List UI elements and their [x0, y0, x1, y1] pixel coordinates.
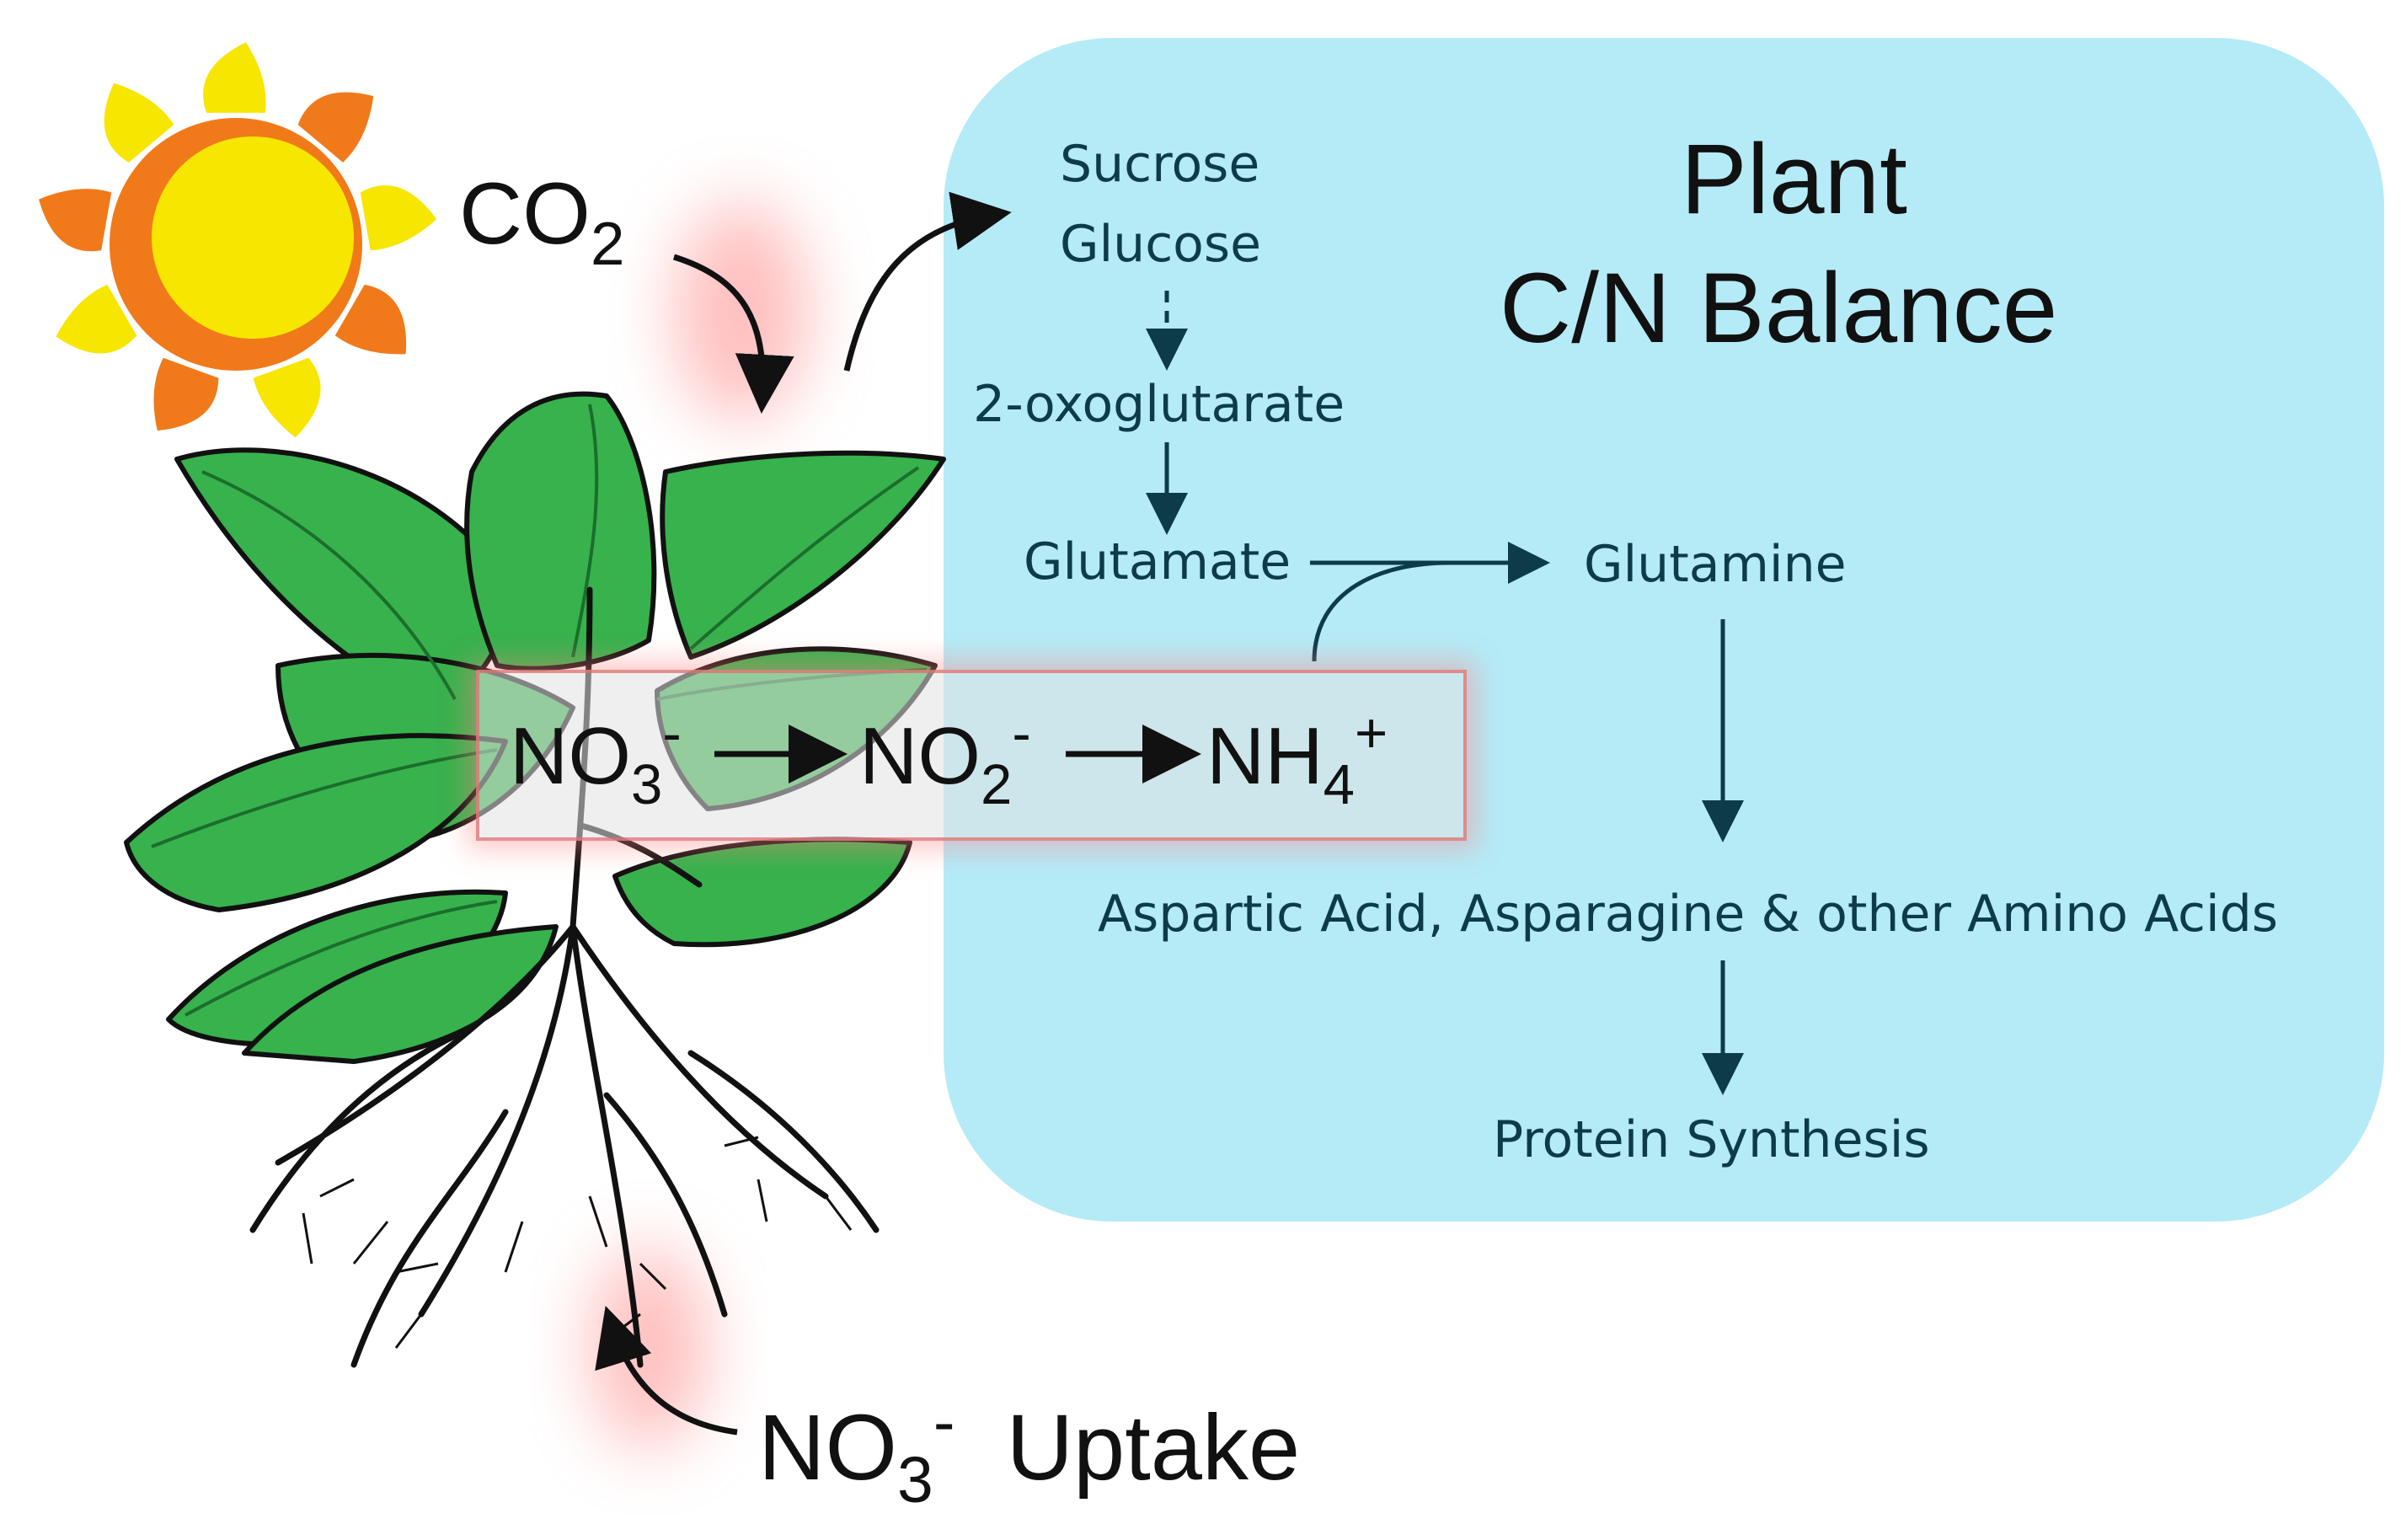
- uptake-arrow: [595, 1305, 738, 1436]
- sun-ray: [360, 184, 437, 251]
- title-line-2: C/N Balance: [1500, 253, 2058, 364]
- photosynthate-arrow: [843, 191, 1012, 372]
- protein-synthesis-label: Protein Synthesis: [1493, 1110, 1930, 1169]
- sun-ray: [297, 92, 374, 163]
- glucose-label: Glucose: [1060, 215, 1262, 274]
- title-line-1: Plant: [1681, 124, 1907, 235]
- sucrose-label: Sucrose: [1060, 135, 1260, 194]
- co2-arrow: [672, 254, 794, 414]
- co2-label: CO2: [459, 165, 625, 279]
- sun-ray: [56, 284, 137, 354]
- sun-ray: [203, 42, 266, 113]
- ammonium-merge-arrow: [1312, 560, 1450, 662]
- amino-acids-label: Aspartic Acid, Asparagine & other Amino …: [1098, 885, 2279, 944]
- glutamate-label: Glutamate: [1024, 532, 1291, 591]
- ammonium-label: NH4+: [1206, 702, 1388, 816]
- sun-ray: [104, 83, 174, 163]
- sun-ray: [253, 357, 321, 438]
- sun-icon: [39, 42, 437, 438]
- glutamine-label: Glutamine: [1584, 535, 1847, 594]
- nitrate-label: NO3-: [510, 702, 682, 816]
- sun-ray: [334, 284, 407, 355]
- sun-ray: [153, 357, 219, 431]
- sun-ray: [39, 189, 112, 252]
- nitrate-uptake-label: NO3- Uptake: [758, 1385, 1301, 1516]
- oxoglutarate-label: 2-oxoglutarate: [973, 375, 1345, 434]
- nitrite-label: NO2-: [859, 702, 1031, 816]
- nitrate-reduction-box: [476, 670, 1467, 841]
